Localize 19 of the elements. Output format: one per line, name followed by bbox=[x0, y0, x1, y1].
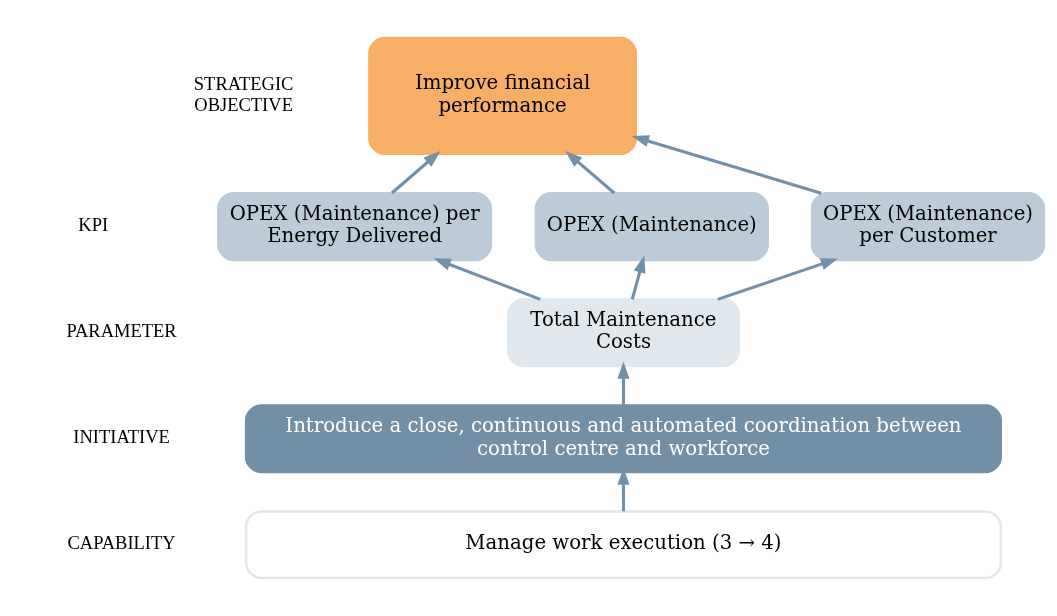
arrow bbox=[390, 150, 441, 195]
arrow bbox=[433, 258, 541, 301]
node-box: Improve financial performance bbox=[368, 36, 638, 156]
arrow bbox=[630, 255, 646, 300]
arrow bbox=[565, 150, 616, 195]
arrow bbox=[617, 361, 630, 406]
label: CAPABILITY bbox=[67, 533, 176, 554]
node-box: Manage work execution (3 → 4) bbox=[244, 510, 1003, 580]
label: STRATEGIC OBJECTIVE bbox=[193, 73, 294, 115]
label: KPI bbox=[78, 214, 109, 235]
label: PARAMETER bbox=[66, 320, 177, 341]
arrow bbox=[631, 135, 822, 195]
node-box: Total Maintenance Costs bbox=[506, 298, 740, 368]
label: INITIATIVE bbox=[73, 427, 170, 448]
node-box: OPEX (Maintenance) bbox=[534, 192, 769, 262]
node-box: OPEX (Maintenance) per Customer bbox=[810, 192, 1046, 262]
node-box: Introduce a close, continuous and automated coordination between control centre and workforce bbox=[244, 404, 1003, 474]
arrow bbox=[717, 258, 839, 301]
node-box: OPEX (Maintenance) per Energy Delivered bbox=[217, 192, 493, 262]
